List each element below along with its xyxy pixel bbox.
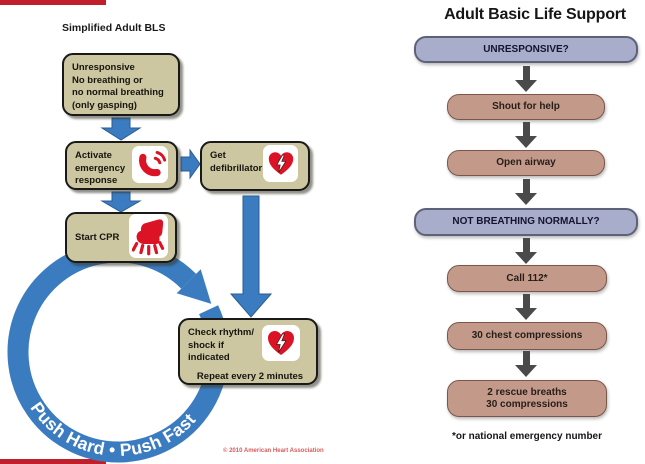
down-arrow-icon	[515, 294, 537, 320]
copyright-text: © 2010 American Heart Association	[223, 448, 324, 454]
footnote-text: *or national emergency number	[451, 431, 603, 442]
arrow-down-long	[229, 195, 273, 318]
phone-icon	[132, 146, 168, 183]
step-unresponsive: UNRESPONSIVE?	[414, 36, 638, 63]
step-rescue-breaths-compressions: 2 rescue breaths 30 compressions	[447, 380, 607, 417]
arrow-down-1	[100, 117, 142, 141]
arrow-down-2	[100, 191, 142, 213]
red-accent-bar-bottom	[0, 459, 106, 464]
right-panel-title: Adult Basic Life Support	[444, 6, 626, 23]
down-arrow-icon	[515, 351, 537, 377]
svg-text:Push Hard • Push Fast: Push Hard • Push Fast	[27, 398, 200, 460]
step-not-breathing-normally: NOT BREATHING NORMALLY?	[414, 208, 638, 236]
step-call-112: Call 112*	[447, 265, 607, 292]
cycle-text: Push Hard • Push Fast	[27, 398, 200, 460]
step-shout-for-help: Shout for help	[447, 94, 605, 120]
aed-heart-icon	[262, 325, 300, 361]
step-open-airway: Open airway	[447, 150, 605, 176]
step-30-chest-compressions: 30 chest compressions	[447, 322, 607, 350]
cycle-arrowhead	[176, 269, 212, 304]
arrow-right	[180, 148, 201, 180]
down-arrow-icon	[515, 122, 537, 148]
left-panel-title: Simplified Adult BLS	[62, 22, 166, 34]
hands-icon	[129, 214, 168, 258]
down-arrow-icon	[515, 179, 537, 205]
box-unresponsive: Unresponsive No breathing or no normal b…	[62, 53, 180, 116]
aed-heart-icon	[263, 145, 298, 182]
red-accent-bar-top	[0, 0, 106, 5]
down-arrow-icon	[515, 238, 537, 264]
down-arrow-icon	[515, 66, 537, 92]
repeat-note: Repeat every 2 minutes	[196, 370, 304, 382]
